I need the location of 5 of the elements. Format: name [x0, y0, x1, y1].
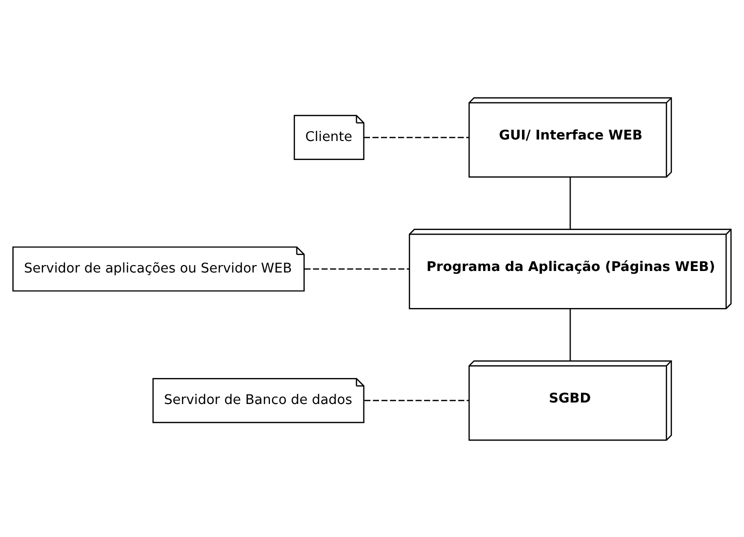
connector — [570, 176, 571, 229]
connector — [364, 399, 469, 401]
connector — [364, 136, 470, 138]
connector — [304, 268, 410, 270]
connector — [570, 308, 571, 360]
